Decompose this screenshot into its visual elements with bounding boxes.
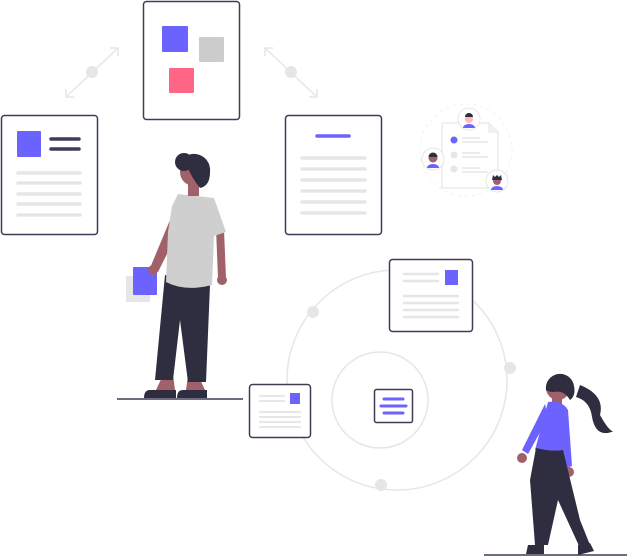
orbit-card-large — [388, 258, 474, 333]
profile-document-card — [0, 114, 99, 236]
text-document-card — [284, 114, 383, 236]
orbit-dots — [307, 306, 516, 491]
arrow-dot — [285, 66, 297, 78]
woman-figure — [517, 373, 614, 555]
orbit-card-small — [248, 383, 312, 439]
team-checklist — [419, 103, 513, 197]
arrow-dot — [86, 66, 98, 78]
man-figure — [126, 153, 227, 398]
checked-icon — [450, 136, 458, 144]
orbit-center-card — [373, 388, 414, 424]
shapes-card — [142, 0, 241, 121]
